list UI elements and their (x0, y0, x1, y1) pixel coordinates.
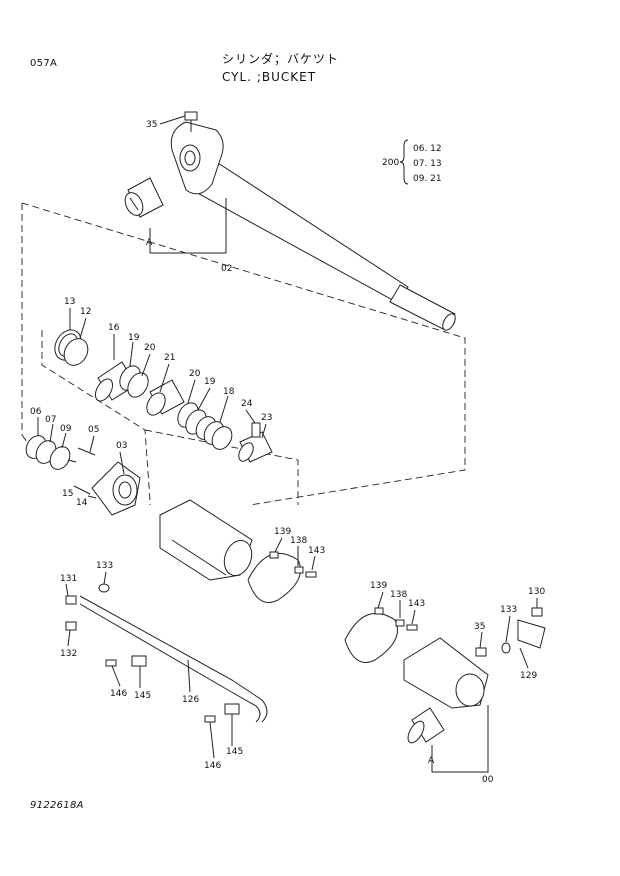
callout-143: 143 (308, 546, 325, 556)
piston-rod (170, 111, 456, 331)
callout-138: 138 (290, 536, 307, 546)
callout-A-bottom: A (428, 756, 435, 766)
callout-131: 131 (60, 574, 77, 584)
seal-rings-13-12 (54, 329, 89, 366)
callout-05: 05 (88, 425, 99, 435)
callout-19b: 19 (204, 377, 216, 387)
callout-07: 07 (45, 415, 56, 425)
callout-00: 00 (482, 775, 494, 785)
footer-code: 9122618A (30, 800, 84, 811)
callout-21: 21 (164, 353, 175, 363)
callout-16: 16 (108, 323, 120, 333)
callout-133: 133 (96, 561, 113, 571)
callout-20: 20 (144, 343, 156, 353)
callouts: 35 02 A 13 12 16 19 20 21 20 19 18 24 23… (30, 120, 545, 785)
callout-03: 03 (116, 441, 127, 451)
cylinder-tube (159, 499, 253, 581)
callout-145b: 145 (226, 747, 243, 757)
callout-129: 129 (520, 671, 537, 681)
callout-13: 13 (64, 297, 75, 307)
callout-06: 06 (30, 407, 42, 417)
page-code: 057A (30, 58, 58, 69)
callout-14: 14 (76, 498, 88, 508)
variant-number: 200 (382, 158, 399, 168)
callout-35b: 35 (474, 622, 485, 632)
callout-35: 35 (146, 120, 157, 130)
callout-146b: 146 (204, 761, 221, 771)
callout-126: 126 (182, 695, 199, 705)
callout-139b: 139 (370, 581, 387, 591)
callout-18: 18 (223, 387, 235, 397)
callout-133b: 133 (500, 605, 517, 615)
band-clamp-lower (344, 607, 418, 663)
hydraulic-pipe (65, 583, 268, 723)
leader-lines (37, 115, 538, 759)
callout-02: 02 (221, 264, 232, 274)
callout-20b: 20 (189, 369, 201, 379)
diagram-title-en: CYL. ;BUCKET (222, 70, 317, 84)
callout-139: 139 (274, 527, 291, 537)
rod-seals-06-07-09 (25, 435, 77, 470)
variant-line-1: 06. 12 (413, 144, 442, 154)
callout-19: 19 (128, 333, 140, 343)
variant-line-2: 07. 13 (413, 159, 442, 169)
diagram-title-jp: シリンダ；バケツト (222, 52, 340, 66)
callout-145: 145 (134, 691, 151, 701)
assembly-outline (21, 202, 466, 506)
callout-A: A (146, 238, 153, 248)
callout-09: 09 (60, 424, 72, 434)
callout-132: 132 (60, 649, 77, 659)
variant-line-3: 09. 21 (413, 174, 442, 184)
callout-143b: 143 (408, 599, 425, 609)
callout-146: 146 (110, 689, 127, 699)
callout-138b: 138 (390, 590, 407, 600)
callout-15: 15 (62, 489, 73, 499)
callout-23: 23 (261, 413, 272, 423)
callout-24: 24 (241, 399, 253, 409)
callout-130: 130 (528, 587, 545, 597)
variant-bracket: 200 06. 12 07. 13 09. 21 (382, 139, 442, 185)
rod-cover (77, 447, 141, 516)
rod-bushing (124, 177, 164, 218)
band-clamp-upper (247, 551, 317, 603)
piston-assembly (94, 361, 273, 463)
cylinder-bottom (403, 607, 546, 773)
callout-12: 12 (80, 307, 91, 317)
